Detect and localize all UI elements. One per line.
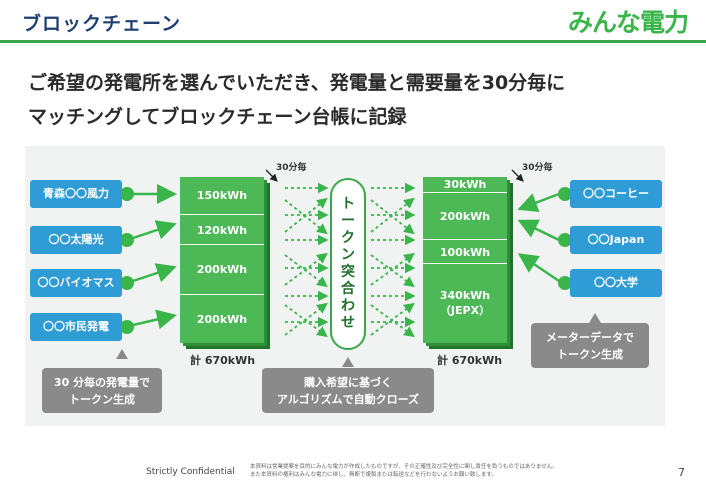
note-left-line-2: トークン生成 xyxy=(69,392,135,406)
demand-stack-segment: 340kWh（JEPX） xyxy=(423,262,507,344)
producer-arrows xyxy=(120,184,177,334)
brand-logo: みんな電力 xyxy=(567,8,689,37)
legal-notice: 本資料は営業提案を目的にみんな電力が作成したものですが、その正確性及び完全性に関… xyxy=(250,463,630,479)
consumer-japan: 〇〇Japan xyxy=(570,226,662,254)
segment-value: 200kWh xyxy=(196,263,248,277)
title-divider xyxy=(0,40,706,43)
supply-interval-label: 30分毎 xyxy=(276,163,307,173)
pill-character: ー xyxy=(341,213,355,229)
pill-character: 合 xyxy=(341,281,355,297)
supply-total: 計 670kWh xyxy=(190,354,256,367)
producer-aomori-wind: 青森〇〇風力 xyxy=(30,180,122,208)
demand-token-stack: 30kWh 200kWh 100kWh 340kWh（JEPX） xyxy=(423,177,507,343)
supply-stack-segment: 120kWh xyxy=(180,214,264,245)
producer-citizen: 〇〇市民発電 xyxy=(30,313,122,341)
note-center-line-2: アルゴリズムで自動クローズ xyxy=(276,392,420,406)
segment-value: 30kWh xyxy=(443,178,487,192)
supply-token-stack: 150kWh 120kWh 200kWh 200kWh xyxy=(180,177,264,343)
supply-stack-segment: 200kWh xyxy=(180,293,264,344)
supply-stack-segment: 150kWh xyxy=(180,177,264,214)
segment-value: 120kWh xyxy=(196,223,248,237)
demand-stack-segment: 100kWh xyxy=(423,239,507,264)
pill-character: せ xyxy=(341,315,355,331)
page-number: 7 xyxy=(678,466,685,479)
consumer-coffee: 〇〇コーヒー xyxy=(570,180,662,208)
producer-biomass: 〇〇バイオマス xyxy=(30,269,122,297)
demand-stack-segment: 30kWh xyxy=(423,177,507,192)
legal-line-2: また本資料の権利はみんな電力に帰し、無断で複製または転送などを行わないようお願い… xyxy=(250,472,497,478)
segment-value: 100kWh xyxy=(439,245,491,259)
note-meter-token: メーターデータで トークン生成 xyxy=(531,323,649,368)
demand-stack-segment: 200kWh xyxy=(423,192,507,240)
matching-arrows xyxy=(284,182,416,338)
consumer-university: 〇〇大学 xyxy=(570,269,662,297)
segment-sublabel: （JEPX） xyxy=(439,304,491,318)
pill-character: わ xyxy=(341,298,355,314)
note-left-line-1: 30 分毎の発電量で xyxy=(53,375,151,389)
confidential-label: Strictly Confidential xyxy=(146,467,235,477)
producer-solar: 〇〇太陽光 xyxy=(30,226,122,254)
headline-line-2: マッチングしてブロックチェーン台帳に記録 xyxy=(28,106,407,128)
headline-line-1: ご希望の発電所を選んでいただき、発電量と需要量を30分毎に xyxy=(28,72,566,94)
supply-stack-segment: 200kWh xyxy=(180,244,264,294)
consumer-arrows xyxy=(517,187,572,290)
headline: ご希望の発電所を選んでいただき、発電量と需要量を30分毎に マッチングしてブロッ… xyxy=(28,66,688,134)
note-center-line-1: 購入希望に基づく xyxy=(304,375,392,389)
token-matching-pill: トークン突合わせ xyxy=(330,178,366,350)
demand-interval-label: 30分毎 xyxy=(522,163,553,173)
note-right-line-1: メーターデータで xyxy=(546,330,634,344)
segment-value: 200kWh xyxy=(439,210,491,224)
note-right-line-2: トークン生成 xyxy=(557,347,623,361)
pill-character: ク xyxy=(341,230,355,246)
demand-total: 計 670kWh xyxy=(437,354,503,367)
pill-character: 突 xyxy=(341,264,355,280)
legal-line-1: 本資料は営業提案を目的にみんな電力が作成したものですが、その正確性及び完全性に関… xyxy=(250,464,558,470)
segment-value: 340kWh xyxy=(439,289,491,303)
note-generation-token: 30 分毎の発電量で トークン生成 xyxy=(42,368,162,413)
pill-character: ト xyxy=(341,196,355,212)
note-auto-close: 購入希望に基づく アルゴリズムで自動クローズ xyxy=(262,368,434,413)
segment-value: 150kWh xyxy=(196,189,248,203)
slide-title: ブロックチェーン xyxy=(22,13,182,35)
pill-character: ン xyxy=(341,247,355,263)
segment-value: 200kWh xyxy=(196,312,248,326)
